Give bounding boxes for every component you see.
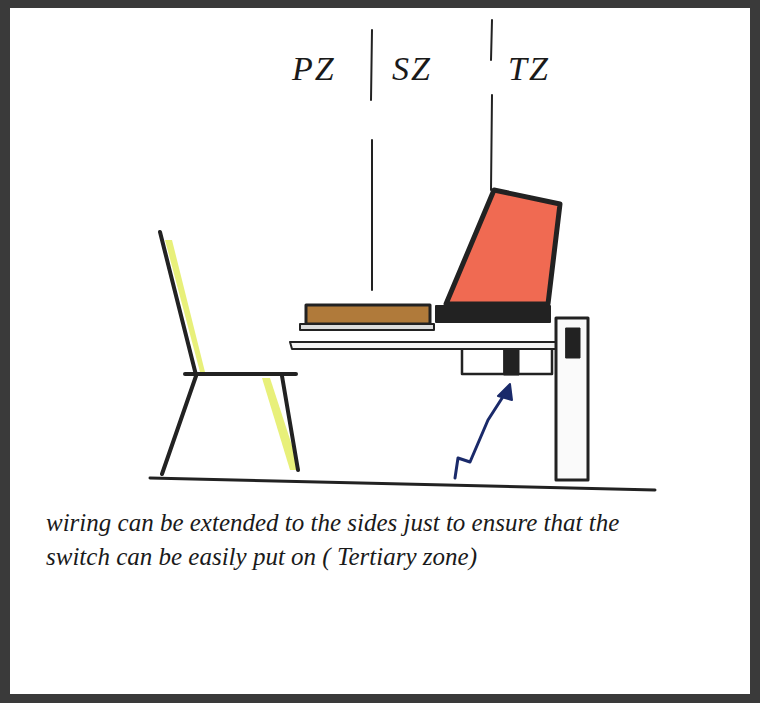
book-base <box>300 324 434 330</box>
laptop-screen <box>446 190 560 304</box>
zone-label: TZ <box>508 50 550 88</box>
zone-label: PZ <box>292 50 336 88</box>
chair-back-fill <box>165 240 205 372</box>
chair-seat <box>185 372 296 376</box>
desk-drawer <box>462 350 552 374</box>
paper-sheet <box>10 8 750 694</box>
chair-legs <box>162 376 298 474</box>
arrow-head <box>498 384 512 400</box>
socket <box>566 328 580 358</box>
zone-label: SZ <box>392 50 432 88</box>
pointer-arrow <box>455 392 506 478</box>
design-note: wiring can be extended to the sides just… <box>46 506 686 574</box>
desk-pedestal <box>556 318 588 480</box>
zone-divider <box>491 20 492 190</box>
book <box>306 305 430 324</box>
switch-box <box>504 350 519 375</box>
chair-back <box>160 232 196 375</box>
laptop-base <box>436 306 550 322</box>
zone-divider <box>371 30 372 290</box>
desk-top <box>290 342 556 349</box>
